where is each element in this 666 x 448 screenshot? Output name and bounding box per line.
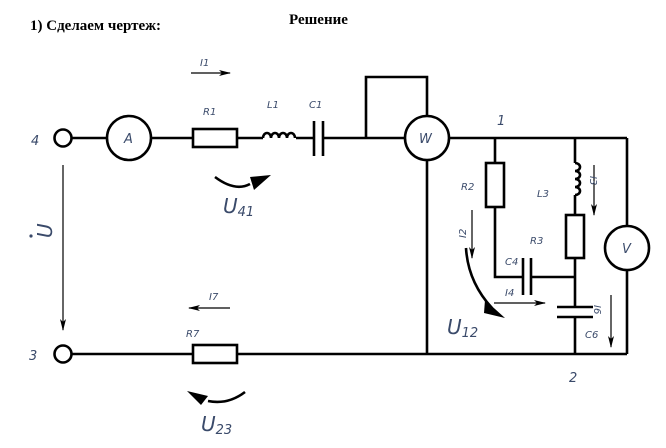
voltmeter: V <box>603 224 651 272</box>
r3-label: R3 <box>530 236 543 247</box>
i2-label: I2 <box>458 229 469 238</box>
ammeter-label: A <box>123 132 133 147</box>
i6-label: I6 <box>591 305 602 314</box>
top-wire <box>72 75 627 140</box>
resistor-r3 <box>564 213 586 260</box>
node-3-label: 3 <box>29 349 37 364</box>
c1-label: C1 <box>309 100 322 111</box>
terminal-4 <box>53 128 73 148</box>
resistor-r1 <box>191 127 239 149</box>
c6-label: C6 <box>585 330 598 341</box>
inductor-l1 <box>261 131 297 139</box>
l1-label: L1 <box>267 100 279 111</box>
node-1-label: 1 <box>497 114 505 129</box>
phasor-dot <box>29 234 33 238</box>
u41-arrowhead <box>250 175 271 190</box>
i1-label: I1 <box>200 58 209 69</box>
u41-arc <box>214 175 251 189</box>
step-heading: 1) Сделаем чертеж: <box>30 18 162 34</box>
i7-label: I7 <box>209 292 219 303</box>
capacitor-c4 <box>521 258 533 295</box>
resistor-r2 <box>484 161 506 209</box>
u23-arc <box>207 390 246 404</box>
i4-label: I4 <box>505 288 514 299</box>
resistor-r7 <box>191 343 239 365</box>
i3-label: I3 <box>587 176 598 185</box>
inductor-l3 <box>574 161 582 197</box>
r7-label: R7 <box>186 329 200 340</box>
r2-label: R2 <box>461 182 474 193</box>
r1-label: R1 <box>203 107 216 118</box>
capacitor-c6 <box>557 305 593 319</box>
terminal-3 <box>53 344 73 364</box>
u41-label: U41 <box>223 194 254 220</box>
wattmeter: W <box>403 114 451 162</box>
c4-label: C4 <box>505 257 518 268</box>
u12-arc <box>464 247 493 309</box>
voltmeter-label: V <box>622 242 632 257</box>
u23-arrowhead <box>187 391 208 405</box>
node-4-label: 4 <box>31 134 39 149</box>
u12-label: U12 <box>447 315 478 341</box>
solution-title: Решение <box>289 12 348 28</box>
ammeter: A <box>105 114 153 162</box>
wattmeter-label: W <box>419 132 433 147</box>
u12-arrowhead <box>484 300 505 318</box>
node-2-label: 2 <box>569 371 577 386</box>
capacitor-c1 <box>312 121 325 156</box>
source-voltage-label: U <box>33 223 57 238</box>
u23-label: U23 <box>201 412 232 438</box>
l3-label: L3 <box>537 189 549 200</box>
